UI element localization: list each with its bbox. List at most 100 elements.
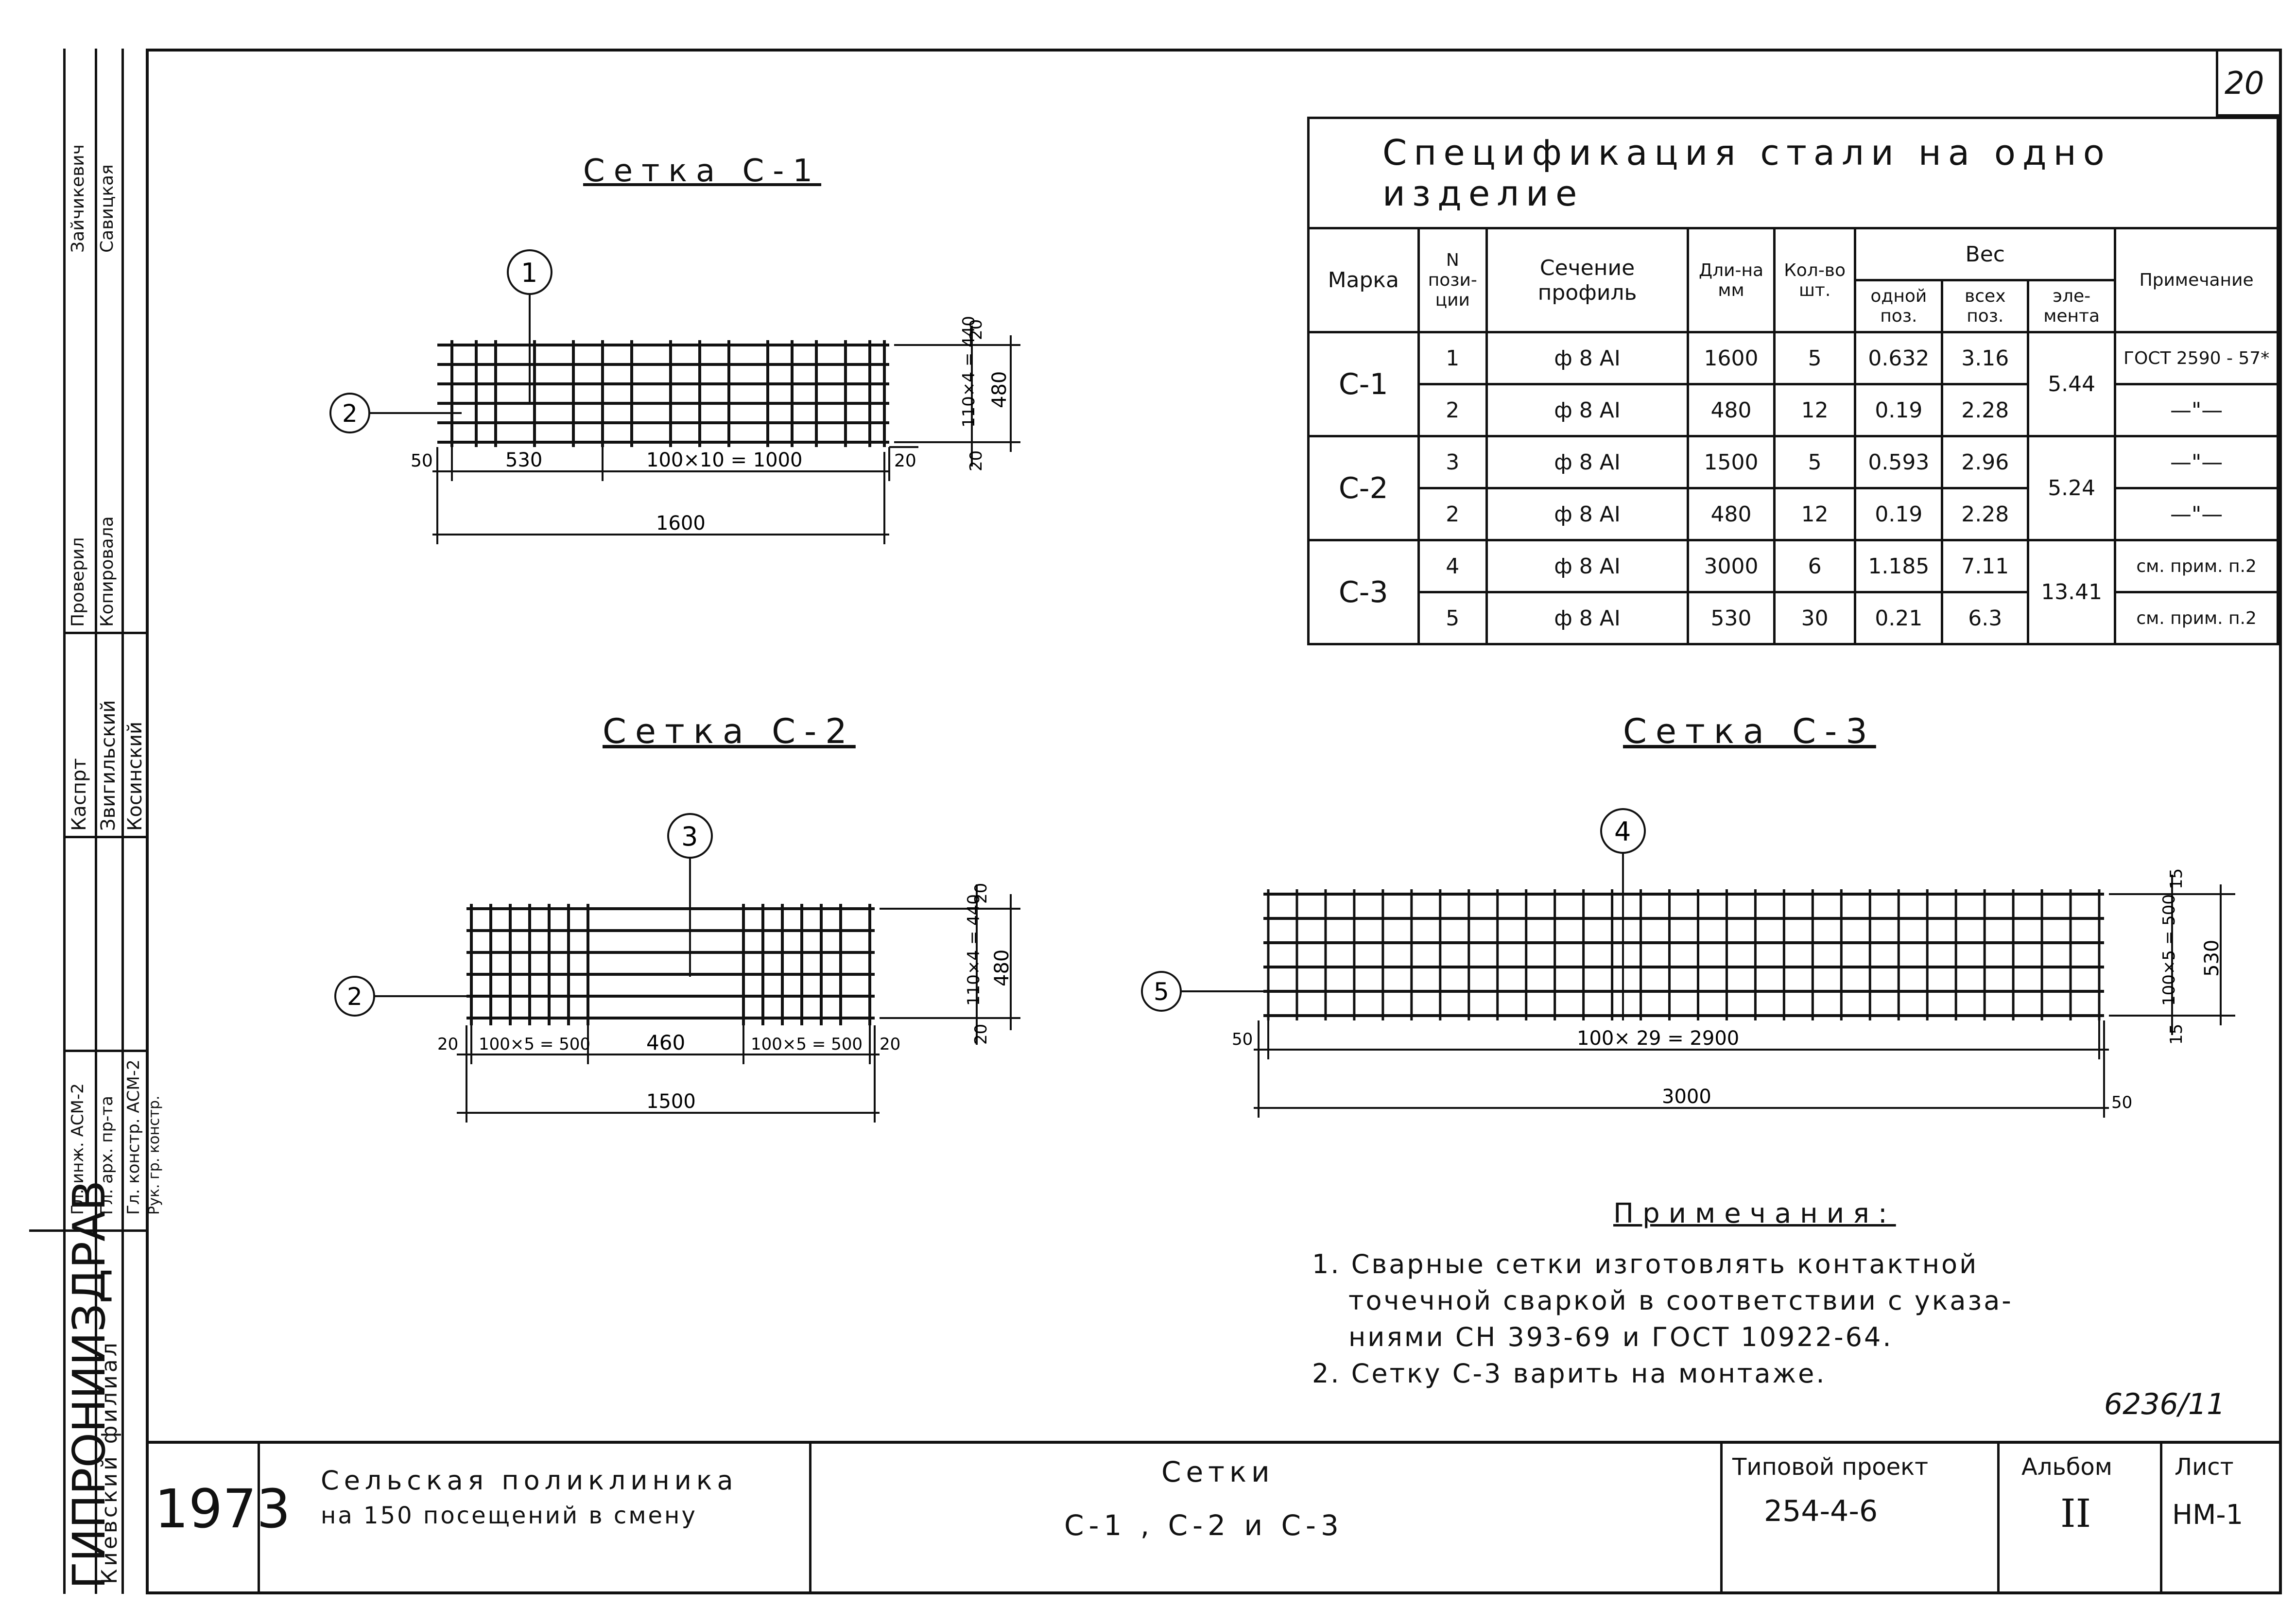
mesh2-dim-top: 20 — [971, 883, 991, 904]
sheet-number: 20 — [2225, 66, 2264, 102]
row-w-one: 0.19 — [1854, 383, 1944, 437]
mesh1-pos-left: 2 — [342, 399, 358, 428]
frame-top — [146, 49, 2281, 52]
row-pos: 1 — [1417, 331, 1488, 385]
mesh1-dim-height: 480 — [988, 371, 1011, 408]
row-mark: С-2 — [1307, 435, 1420, 541]
mesh3-dim-right: 50 — [2111, 1093, 2132, 1112]
mesh2-dim-bottom: 20 — [971, 1024, 991, 1045]
row-mark: С-3 — [1307, 539, 1420, 645]
mesh3-dim-left: 50 — [1232, 1030, 1253, 1049]
side-extra-role: Проверил — [68, 537, 88, 627]
mesh2-dim-c: 100×5 = 500 — [751, 1035, 863, 1054]
row-section: ф 8 АI — [1485, 539, 1690, 593]
row-note: —"— — [2114, 383, 2279, 437]
sheet-number-box — [2216, 49, 2282, 117]
mesh2-dim-height: 480 — [991, 950, 1013, 986]
row-note: см. прим. п.2 — [2114, 539, 2279, 593]
row-qty: 6 — [1773, 539, 1857, 593]
tb-sheet-label: Лист — [2175, 1453, 2234, 1481]
hdr-note: Примечание — [2114, 227, 2279, 333]
tb-sheet-value: НМ-1 — [2172, 1499, 2244, 1531]
hdr-length: Дли-на мм — [1687, 227, 1776, 333]
tb-title2: С-1 , С-2 и С-3 — [1064, 1509, 1344, 1542]
note-line: 2. Сетку С-3 варить на монтаже. — [1312, 1358, 1827, 1389]
frame-right — [2279, 49, 2282, 1594]
row-qty: 5 — [1773, 435, 1857, 489]
mesh2-title: Сетка С-2 — [603, 711, 856, 751]
side-extra-name: Зайчикевич — [68, 144, 88, 253]
side-stamp-line — [63, 632, 146, 634]
note-line: 1. Сварные сетки изготовлять контактной — [1312, 1249, 1979, 1279]
row-note: —"— — [2114, 435, 2279, 489]
row-section: ф 8 АI — [1485, 435, 1690, 489]
row-pos: 3 — [1417, 435, 1488, 489]
hdr-w-elem: эле-мента — [2027, 279, 2117, 333]
row-w-one: 0.19 — [1854, 487, 1944, 541]
hdr-section: Сечение профиль — [1485, 227, 1690, 333]
mesh1-dim-a: 530 — [505, 449, 542, 471]
row-length: 3000 — [1687, 539, 1776, 593]
mesh1-title: Сетка С-1 — [583, 153, 822, 189]
row-length: 530 — [1687, 591, 1776, 645]
mesh1-drawing: 1 2 50 530 100×10 = 1000 20 1600 20 110×… — [329, 249, 1020, 544]
row-length: 1600 — [1687, 331, 1776, 385]
row-w-elem: 5.24 — [2027, 435, 2117, 541]
spec-title: Спецификация стали на одно изделие — [1307, 117, 2279, 229]
hdr-w-all: всех поз. — [1941, 279, 2030, 333]
row-w-one: 0.21 — [1854, 591, 1944, 645]
side-role: Гл. инж. АСМ-2 — [68, 1083, 87, 1215]
hdr-mark: Марка — [1307, 227, 1420, 333]
row-w-all: 7.11 — [1941, 539, 2030, 593]
tb-year: 1973 — [155, 1478, 291, 1540]
mesh1-dim-top: 20 — [967, 319, 986, 340]
mesh1-dim-mid: 110×4 = 440 — [959, 316, 979, 428]
mesh1-dim-b: 100×10 = 1000 — [646, 449, 803, 471]
side-stamp-line — [63, 836, 146, 838]
row-note: —"— — [2114, 487, 2279, 541]
spec-table: Спецификация стали на одно изделие Марка… — [1307, 117, 2279, 645]
tb-object-line1: Сельская поликлиника — [321, 1465, 738, 1496]
row-w-one: 0.593 — [1854, 435, 1944, 489]
row-mark: С-1 — [1307, 331, 1420, 437]
mesh1-pos-top: 1 — [521, 258, 537, 288]
row-length: 1500 — [1687, 435, 1776, 489]
row-pos: 2 — [1417, 383, 1488, 437]
hdr-w-one: одной поз. — [1854, 279, 1944, 333]
side-stamp-line — [95, 49, 97, 1594]
tb-project-label: Типовой проект — [1732, 1453, 1929, 1481]
side-branch: Киевский филиал — [97, 1340, 122, 1584]
row-w-all: 2.96 — [1941, 435, 2030, 489]
row-qty: 30 — [1773, 591, 1857, 645]
row-length: 480 — [1687, 487, 1776, 541]
row-note: ГОСТ 2590 - 57* — [2114, 331, 2279, 385]
mesh3-title: Сетка С-3 — [1623, 711, 1876, 751]
mesh2-dim-right: 20 — [880, 1035, 900, 1054]
row-w-all: 2.28 — [1941, 487, 2030, 541]
row-w-elem: 13.41 — [2027, 539, 2117, 645]
tb-title1: Сетки — [1161, 1455, 1275, 1488]
mesh2-dim-left: 20 — [437, 1035, 458, 1054]
tb-object-line2: на 150 посещений в смену — [321, 1502, 697, 1529]
side-stamp-line — [121, 49, 124, 1594]
row-pos: 5 — [1417, 591, 1488, 645]
row-section: ф 8 АI — [1485, 591, 1690, 645]
mesh3-drawing: 4 5 50 100× 29 = 2900 50 3000 15 100×5 =… — [1141, 808, 2235, 1118]
spec-row: С-1 1 ф 8 АI 1600 5 0.632 3.16 5.44 ГОСТ… — [1307, 331, 2279, 437]
row-pos: 2 — [1417, 487, 1488, 541]
mesh3-pos-left: 5 — [1154, 978, 1169, 1006]
row-section: ф 8 АI — [1485, 383, 1690, 437]
spec-row: С-3 4 ф 8 АI 3000 6 1.185 7.11 13.41 см.… — [1307, 539, 2279, 645]
row-section: ф 8 АI — [1485, 487, 1690, 541]
side-stamp-line — [63, 1050, 146, 1052]
mesh1-dim-right: 20 — [894, 451, 916, 471]
mesh3-dim-bottom: 15 — [2167, 1024, 2186, 1045]
side-extra-name: Савицкая — [97, 164, 117, 253]
hdr-qty: Кол-во шт. — [1773, 227, 1857, 333]
spec-row: 2 ф 8 АI 480 12 0.19 2.28 —"— — [1309, 487, 2279, 541]
row-length: 480 — [1687, 383, 1776, 437]
side-role: Гл. констр. АСМ-2 — [124, 1059, 143, 1215]
mesh2-dim-total: 1500 — [646, 1090, 696, 1113]
mesh2-pos-left: 2 — [347, 983, 363, 1011]
row-w-elem: 5.44 — [2027, 331, 2117, 437]
